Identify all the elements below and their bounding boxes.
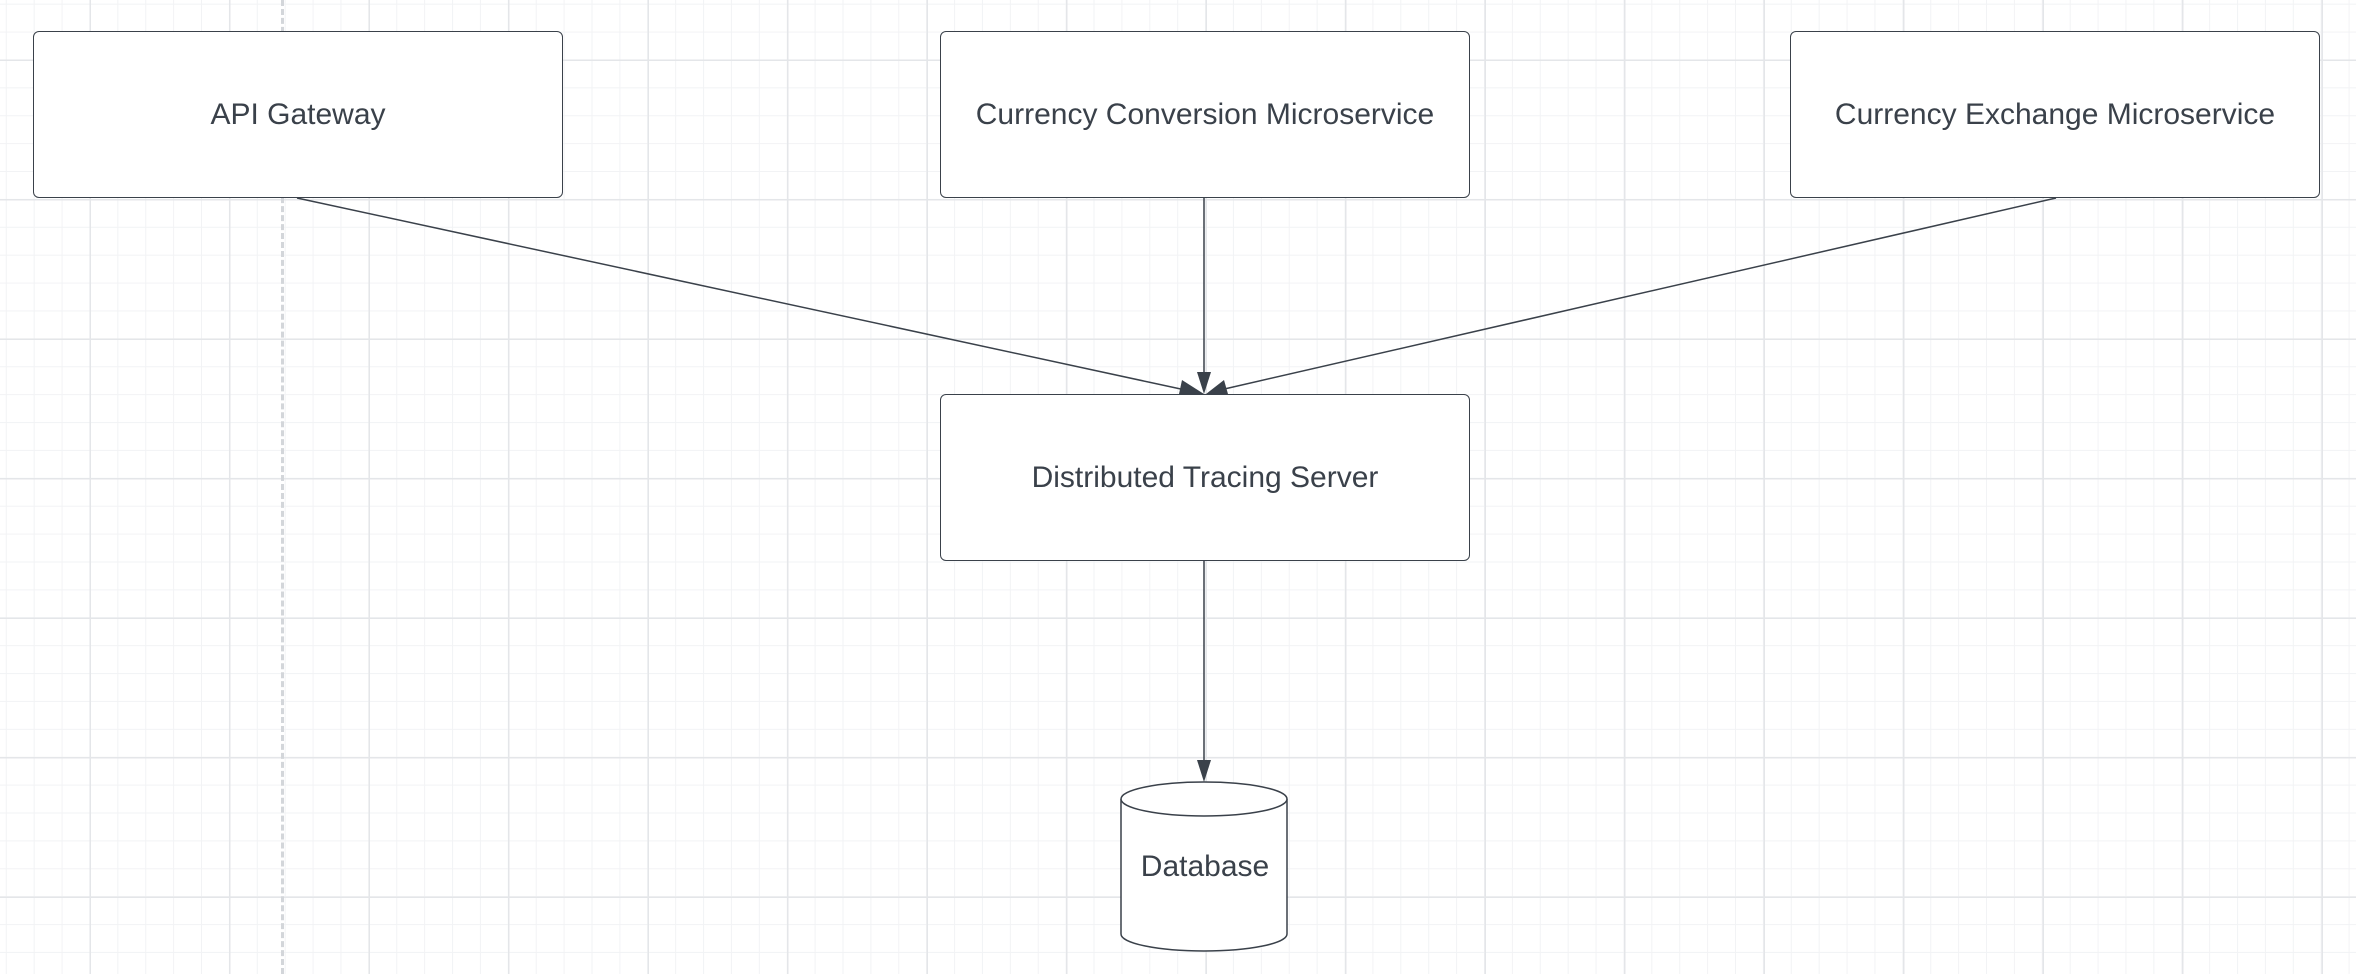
tracing-server-label: Distributed Tracing Server xyxy=(1031,460,1379,494)
currency-conversion-node[interactable]: Currency Conversion Microservice xyxy=(940,31,1470,198)
api-gateway-node[interactable]: API Gateway xyxy=(33,31,563,198)
currency-exchange-node[interactable]: Currency Exchange Microservice xyxy=(1790,31,2320,198)
edge-exchange-to-tracing[interactable] xyxy=(1219,197,2057,391)
arrowhead-api-gateway xyxy=(1179,380,1204,394)
arrowhead-conversion xyxy=(1197,372,1211,394)
arrowhead-database xyxy=(1197,760,1211,782)
arrowhead-exchange xyxy=(1206,380,1228,394)
currency-exchange-label: Currency Exchange Microservice xyxy=(1834,97,2276,131)
currency-conversion-label: Currency Conversion Microservice xyxy=(975,97,1435,131)
distributed-tracing-server-node[interactable]: Distributed Tracing Server xyxy=(940,394,1470,561)
api-gateway-label: API Gateway xyxy=(210,97,386,131)
database-label: Database xyxy=(1140,850,1270,883)
database-cylinder[interactable] xyxy=(1120,781,1288,952)
edge-api-gateway-to-tracing[interactable] xyxy=(296,197,1191,392)
vertical-guide-line xyxy=(281,0,284,974)
